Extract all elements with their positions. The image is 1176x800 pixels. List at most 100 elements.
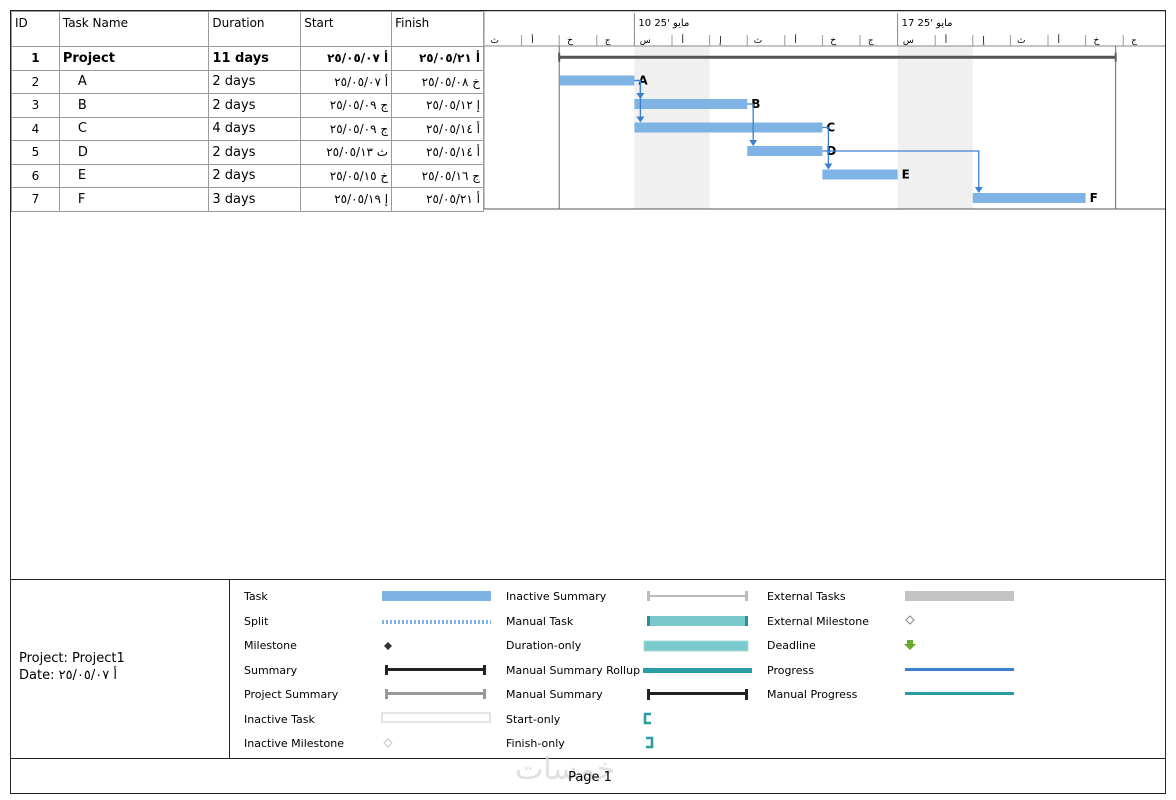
table-row[interactable]: 7 F 3 days إ ٢٥/٠٥/١٩ أ ٢٥/٠٥/٢١ <box>11 187 484 212</box>
task-bar-label: E <box>902 168 910 182</box>
legend-sym-manual-task <box>647 616 748 626</box>
legend-sym-inactive-task <box>381 712 491 723</box>
timescale-day-label: خ <box>1093 36 1099 46</box>
legend-label-finish-only: Finish-only <box>506 737 565 750</box>
col-header-id[interactable]: ID <box>11 11 60 47</box>
timescale-day-label: س <box>640 36 651 46</box>
row-finish[interactable]: أ ٢٥/٠٥/٢١ <box>391 46 484 71</box>
row-start[interactable]: إ ٢٥/٠٥/١٩ <box>300 187 393 212</box>
legend-sym-progress <box>905 668 1014 671</box>
row-task-name[interactable]: Project <box>58 46 210 71</box>
legend-label-duration-only: Duration-only <box>506 639 582 652</box>
task-bar <box>972 193 1086 203</box>
dependency-arrow <box>824 163 833 170</box>
legend-divider <box>11 579 1165 580</box>
footer-divider <box>11 758 1165 759</box>
legend-sym-inactive-summary <box>647 591 748 601</box>
table-row[interactable]: 1 Project 11 days أ ٢٥/٠٥/٠٧ أ ٢٥/٠٥/٢١ <box>11 46 484 71</box>
row-id: 3 <box>11 93 60 118</box>
legend-sym-external-milestone <box>905 615 915 625</box>
timescale-day-label: أ <box>682 34 685 46</box>
row-duration[interactable]: 2 days <box>208 163 302 188</box>
table-row[interactable]: 5 D 2 days ث ٢٥/٠٥/١٣ أ ٢٥/٠٥/١٤ <box>11 140 484 165</box>
timescale-day-label: أ <box>531 34 534 46</box>
row-task-name[interactable]: A <box>58 69 210 94</box>
row-task-name[interactable]: F <box>58 187 210 212</box>
table-header-row: ID Task Name Duration Start Finish <box>11 11 484 47</box>
row-start[interactable]: أ ٢٥/٠٥/٠٧ <box>300 69 393 94</box>
legend-label-external-milestone: External Milestone <box>767 615 870 628</box>
legend-label-inactive-summary: Inactive Summary <box>506 590 607 603</box>
row-duration[interactable]: 2 days <box>208 69 302 94</box>
col-header-finish[interactable]: Finish <box>391 11 484 47</box>
row-duration[interactable]: 3 days <box>208 187 302 212</box>
nonworking-shade <box>897 46 973 209</box>
table-row[interactable]: 3 B 2 days ج ٢٥/٠٥/٠٩ إ ٢٥/٠٥/١٢ <box>11 93 484 118</box>
row-finish[interactable]: أ ٢٥/٠٥/٢١ <box>391 187 484 212</box>
project-name: Project: Project1 <box>19 651 125 666</box>
row-task-name[interactable]: B <box>58 93 210 118</box>
row-start[interactable]: ث ٢٥/٠٥/١٣ <box>300 140 393 165</box>
task-bar <box>559 75 635 86</box>
row-task-name[interactable]: D <box>58 140 210 165</box>
timescale-day-label: إ <box>982 36 985 46</box>
legend-sym-external-tasks <box>905 591 1014 601</box>
legend-sym-milestone <box>384 642 392 650</box>
table-row[interactable]: 6 E 2 days خ ٢٥/٠٥/١٥ ج ٢٥/٠٥/١٦ <box>11 163 484 188</box>
legend-label-deadline: Deadline <box>767 639 816 652</box>
row-duration[interactable]: 4 days <box>208 116 302 141</box>
dependency-link <box>747 103 754 144</box>
col-header-duration[interactable]: Duration <box>208 11 302 47</box>
dependency-link <box>634 79 642 121</box>
timescale-day-label: س <box>903 36 914 46</box>
dependency-link <box>822 126 830 168</box>
project-date: Date: أ ٢٥/٠٥/٠٧ <box>19 668 117 683</box>
legend-sym-inactive-milestone <box>383 738 393 748</box>
timescale-day-label: ث <box>491 36 499 46</box>
row-start[interactable]: أ ٢٥/٠٥/٠٧ <box>300 46 393 71</box>
legend-sym-start-only <box>643 712 651 725</box>
row-finish[interactable]: إ ٢٥/٠٥/١٢ <box>391 93 484 118</box>
row-start[interactable]: ج ٢٥/٠٥/٠٩ <box>300 116 393 141</box>
row-id: 2 <box>11 69 60 94</box>
row-duration[interactable]: 11 days <box>208 46 302 71</box>
task-bar-label: C <box>826 121 835 135</box>
task-bar-label: A <box>638 74 648 88</box>
timescale-day-label: خ <box>830 36 836 46</box>
row-duration[interactable]: 2 days <box>208 93 302 118</box>
legend-label-start-only: Start-only <box>506 713 561 726</box>
timescale-day-label: ث <box>1017 36 1025 46</box>
timescale-day-label: خ <box>567 36 573 46</box>
task-bar <box>634 122 823 133</box>
table-row[interactable]: 4 C 4 days ج ٢٥/٠٥/٠٩ أ ٢٥/٠٥/١٤ <box>11 116 484 141</box>
legend-symbols <box>381 591 1014 749</box>
legend-label-summary: Summary <box>244 664 298 677</box>
col-header-task-name[interactable]: Task Name <box>58 11 210 47</box>
col-header-start[interactable]: Start <box>300 11 393 47</box>
table-row[interactable]: 2 A 2 days أ ٢٥/٠٥/٠٧ خ ٢٥/٠٥/٠٨ <box>11 69 484 94</box>
dependency-link <box>822 150 980 191</box>
row-finish[interactable]: خ ٢٥/٠٥/٠٨ <box>391 69 484 94</box>
dependency-arrow <box>749 140 758 146</box>
row-start[interactable]: خ ٢٥/٠٥/١٥ <box>300 163 393 188</box>
row-id: 5 <box>11 140 60 165</box>
task-table: ID Task Name Duration Start Finish 1 Pro… <box>11 11 484 212</box>
row-finish[interactable]: ج ٢٥/٠٥/١٦ <box>391 163 484 188</box>
legend-sym-task <box>382 591 491 601</box>
row-id: 6 <box>11 163 60 188</box>
legend-sym-duration-only <box>643 640 749 652</box>
legend-sym-manual-summary-rollup <box>643 668 752 673</box>
row-duration[interactable]: 2 days <box>208 140 302 165</box>
timescale-day-label: أ <box>945 34 948 46</box>
row-finish[interactable]: أ ٢٥/٠٥/١٤ <box>391 116 484 141</box>
timescale-day-label: أ <box>1058 34 1061 46</box>
row-finish[interactable]: أ ٢٥/٠٥/١٤ <box>391 140 484 165</box>
row-task-name[interactable]: E <box>58 163 210 188</box>
timescale-day-label: ج <box>1131 36 1137 46</box>
legend-label-project-summary: Project Summary <box>244 688 339 701</box>
row-task-name[interactable]: C <box>58 116 210 141</box>
timescale-day-label: ث <box>754 36 762 46</box>
legend-label-progress: Progress <box>767 664 814 677</box>
row-start[interactable]: ج ٢٥/٠٥/٠٩ <box>300 93 393 118</box>
